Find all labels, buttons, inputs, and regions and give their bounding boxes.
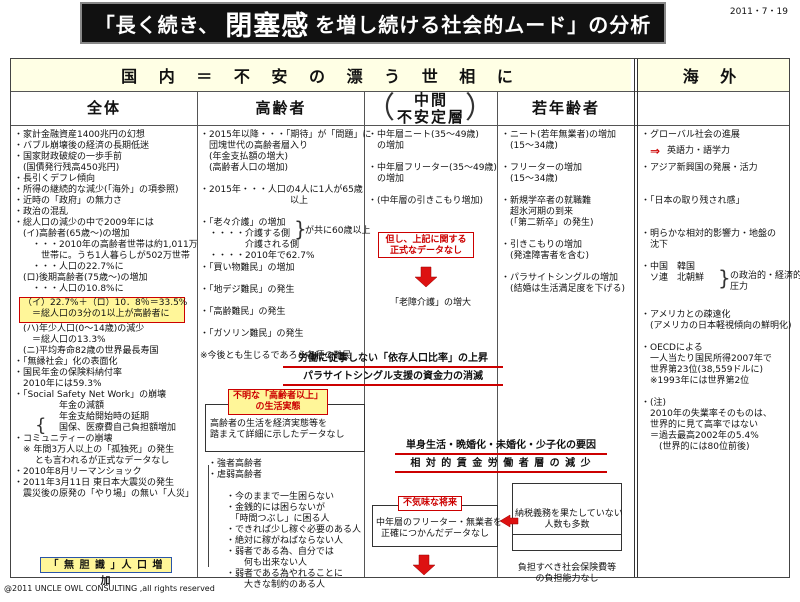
overseas-arrow-item: 英語力・語学力 xyxy=(667,146,731,156)
middle-care: 「老障介護」の増大 xyxy=(390,298,472,308)
young-items: ・ニート(若年無業者)の増加 (15～34歳) ・フリーターの増加 (15～34… xyxy=(501,130,626,294)
middle-title: 中間 不安定層 xyxy=(397,90,466,126)
arrow-right-icon: ⇒ xyxy=(650,144,661,158)
middle-title-line1: 中間 xyxy=(413,90,448,109)
middle-redbox: 但し、上記に関する 正式なデータなし xyxy=(378,232,474,258)
page-title: 「長く続き、 閉塞感 を増し続ける社会的ムード」の分析 xyxy=(80,2,666,44)
overseas-header: 海 外 xyxy=(638,59,789,91)
left-arrow-icon xyxy=(499,514,519,528)
column-header-young: 若年齢者 xyxy=(531,99,600,117)
overall-banner: 「 無 胆 識 」人 口 増 加 xyxy=(40,557,172,587)
future-box: 中年層のフリーター・無業者を 正確につかんだデータなし xyxy=(372,505,502,547)
title-emphasis: 閉塞感 xyxy=(225,10,310,42)
overseas-items: ・グローバル社会の進展 ・アジア新興国の発展・活力 ・「日本の取り残され感」 ・… xyxy=(641,130,777,283)
brace-icon: { xyxy=(35,415,47,436)
column-divider-2 xyxy=(364,91,365,577)
domestic-overseas-divider-2 xyxy=(637,59,638,577)
overall-items-2: (ハ)年少人口(0～14歳)の減少 ＝総人口の13.3% (ニ)平均寿命82歳の… xyxy=(14,324,195,499)
overall-highlight-box: （イ）22.7%＋（ロ）10．8％＝33.5% ＝総人口の3分の1以上が高齢者に xyxy=(19,297,187,323)
banner-parasite: パラサイトシングル支援の資金力の消滅 xyxy=(283,368,503,386)
middle-items: ・中年層ニート(35～49歳) の増加 ・中年層フリーター(35～49歳) の増… xyxy=(368,130,497,206)
pension-top: 納税義務を果たしていない 人数も多数 xyxy=(513,506,623,535)
column-header-elderly: 高齢者 xyxy=(255,99,307,117)
date-label: 2011・7・19 xyxy=(729,7,788,17)
column-header-overall: 全体 xyxy=(86,99,121,117)
footer: @2011 UNCLE OWL CONSULTING ,all rights r… xyxy=(4,584,215,593)
elderly-items-2: ・「買い物難民」の増加 ・「地デジ難民」の発生 ・「高齢難民」の発生 ・「ガソリ… xyxy=(200,263,352,361)
brace-icon-3: } xyxy=(718,266,731,290)
main-frame xyxy=(10,58,790,578)
pension-bottom: 負担すべき社会保険費等 の負担能力なし xyxy=(517,563,617,584)
banner-labor: 相 対 的 賃 金 労 働 者 層 の 減 少 xyxy=(395,455,607,473)
down-arrow-icon xyxy=(414,266,438,288)
column-header-middle: （ 中間 不安定層 ） xyxy=(365,90,497,126)
overseas-items-2: ・アメリカとの疎遠化 (アメリカの日本軽視傾向の鮮明化) ・OECDによる 一人… xyxy=(641,310,792,452)
column-header-divider xyxy=(11,125,789,126)
elderly-tree: ・強者高齢者 ・虐弱高齢者 ・今のままで一生困らない ・金銭的には困らないが 「… xyxy=(208,459,362,590)
elderly-brace-text: が共に60歳以上 xyxy=(305,226,371,236)
title-pre: 「長く続き、 xyxy=(94,12,220,37)
title-post: を増し続ける社会的ムード」の分析 xyxy=(315,12,652,37)
pension-box: 納税義務を果たしていない 人数も多数 負担すべき社会保険費等 の負担能力なし xyxy=(512,483,623,584)
tree-line xyxy=(208,465,209,567)
elderly-items: ・2015年以降・・・「期待」が「問題」に 団塊世代の高齢者層入り (年金支払額… xyxy=(200,130,372,261)
column-divider-1 xyxy=(197,91,198,577)
overall-items: ・家計金融資産1400兆円の幻想 ・バブル崩壊後の経済の長期低迷 ・国家財政破綻… xyxy=(14,130,198,294)
domestic-overseas-divider xyxy=(634,59,635,577)
domestic-header: 国 内 ＝ 不 安 の 漂 う 世 相 に xyxy=(11,59,631,91)
future-title: 不気味な将来 xyxy=(398,496,463,511)
down-arrow-icon-2 xyxy=(412,554,436,576)
column-divider-3 xyxy=(497,91,498,577)
brace-icon-2: } xyxy=(294,217,307,241)
banner-dependent: 労働に従事しない「依存人口比率」の上昇 xyxy=(283,350,503,368)
middle-title-line2: 不安定層 xyxy=(397,107,466,126)
header-divider xyxy=(11,91,789,92)
overseas-rival-text: の政治的・経済的 圧力 xyxy=(730,271,800,292)
banner-single: 単身生活・晩婚化・未婚化・少子化の要因 xyxy=(395,437,607,455)
unclear-title: 不明な「高齢者以上」 の生活実態 xyxy=(228,389,329,415)
